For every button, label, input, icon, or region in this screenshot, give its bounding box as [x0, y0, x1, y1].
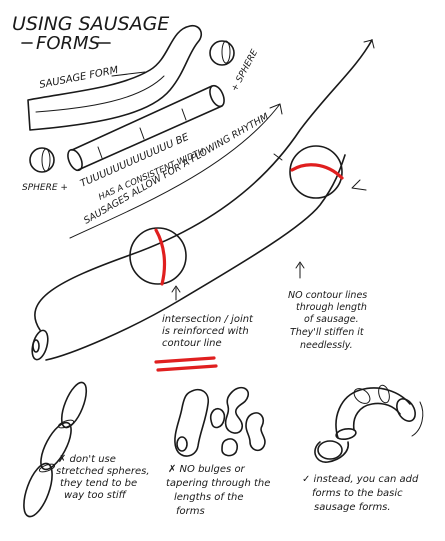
arrow-sausage-form [111, 71, 146, 77]
curl-inner-edge [352, 402, 401, 431]
note-bulges-line-2: tapering through the [166, 478, 270, 489]
curl-outer-edge [335, 387, 411, 439]
note-instead: ✓ instead, you can add forms to the basi… [302, 474, 419, 513]
tapered-sausage [174, 388, 210, 457]
pointer-upper-joint-left [273, 153, 283, 161]
arrow-no-contour [295, 261, 305, 279]
width-marker-1 [97, 146, 103, 159]
top-sausage-contour [35, 75, 165, 113]
note-no-contour-line-1: NO contour lines [288, 290, 367, 301]
big-sausage-bottom-edge [45, 154, 346, 361]
note-no-contour-line-5: needlessly. [300, 340, 353, 351]
curl-end-cap [396, 398, 416, 422]
sphere-top-right-contour [221, 40, 231, 64]
curl-contour-2 [378, 384, 390, 404]
tube-left-cap [67, 148, 83, 172]
top-sausage-outline [27, 24, 202, 131]
note-bulges-line-1: ✗ NO bulges or [168, 464, 246, 475]
joint-sphere-upper [289, 145, 343, 199]
note-instead-line-3: sausage forms. [314, 502, 391, 513]
straight-tube [67, 84, 225, 172]
big-sausage-top-arrow [363, 39, 375, 49]
title-line-2: FORMS [36, 33, 100, 54]
red-underline-2 [156, 364, 218, 372]
tapered-sausage-end [176, 436, 188, 452]
note-bulges-line-4: forms [176, 506, 205, 517]
bulgy-form-3 [245, 412, 266, 452]
note-instead-line-1: ✓ instead, you can add [302, 474, 419, 485]
sphere-left-contour [41, 148, 51, 172]
tube-right-cap [209, 84, 225, 108]
added-forms-drawing [314, 384, 424, 463]
bulgy-form-2 [209, 407, 226, 429]
stretched-joint-1 [57, 419, 75, 429]
note-dont-line-2: stretched spheres, [56, 466, 150, 477]
stretched-sphere-2 [40, 421, 72, 471]
curl-contour-1 [353, 388, 371, 404]
arrow-intersection [171, 285, 181, 301]
note-dont-spheres: ✗ don't use stretched spheres, they tend… [56, 454, 150, 501]
note-dont-line-1: ✗ don't use [58, 454, 116, 465]
top-sausage [27, 24, 202, 131]
note-no-contour-line-2: through length [296, 302, 367, 313]
stretched-joint-2 [38, 463, 56, 473]
tube-top-edge [71, 85, 213, 151]
joint-sphere-lower [129, 227, 187, 285]
note-intersection-line-2: is reinforced with [162, 326, 249, 337]
sphere-left [29, 147, 55, 173]
rhythm-arrow-head [269, 103, 283, 115]
added-form-right [411, 401, 424, 437]
note-no-bulges: ✗ NO bulges or tapering through the leng… [166, 464, 270, 517]
rhythm-arrow-line [69, 103, 281, 239]
label-sausage-form: SAUSAGE FORM [38, 65, 119, 91]
sphere-top-right [209, 40, 235, 66]
width-marker-3 [181, 108, 187, 121]
note-instead-line-2: forms to the basic [312, 488, 403, 499]
contour-line-lower [154, 228, 167, 286]
title-line-1: USING SAUSAGE [12, 13, 169, 35]
stretched-sphere-3 [23, 462, 53, 518]
note-intersection: intersection / joint is reinforced with … [154, 314, 254, 372]
pointer-upper-joint [351, 179, 367, 191]
note-no-contour: NO contour lines through length of sausa… [288, 290, 367, 351]
note-intersection-line-1: intersection / joint [162, 314, 254, 325]
curl-bottom-cap [335, 427, 357, 441]
sphere-top-right-outline [209, 40, 235, 66]
width-marker-2 [139, 127, 145, 140]
big-sausage [31, 39, 375, 361]
note-no-contour-line-4: They'll stiffen it [290, 327, 365, 338]
contour-line-upper [290, 163, 344, 180]
bulgy-form-1 [224, 386, 250, 434]
title-line-2-group: FORMS [21, 33, 111, 54]
note-dont-line-3: they tend to be [60, 478, 137, 489]
bulgy-form-4 [221, 438, 239, 457]
note-intersection-line-3: contour line [162, 338, 222, 349]
bulges-drawing [174, 386, 266, 457]
label-sphere-left: SPHERE + [22, 183, 68, 193]
red-underline-1 [154, 356, 216, 364]
note-bulges-line-3: lengths of the [174, 492, 244, 503]
added-form-sphere [317, 440, 343, 460]
big-sausage-end-hole [32, 339, 40, 353]
note-no-contour-line-3: of sausage. [304, 314, 359, 325]
stretched-spheres-drawing [23, 381, 88, 518]
tube-bottom-edge [77, 105, 223, 171]
note-dont-line-4: way too stiff [64, 490, 128, 501]
sphere-left-outline [29, 147, 55, 173]
added-form-base [314, 441, 350, 463]
big-sausage-top-edge [34, 39, 373, 331]
